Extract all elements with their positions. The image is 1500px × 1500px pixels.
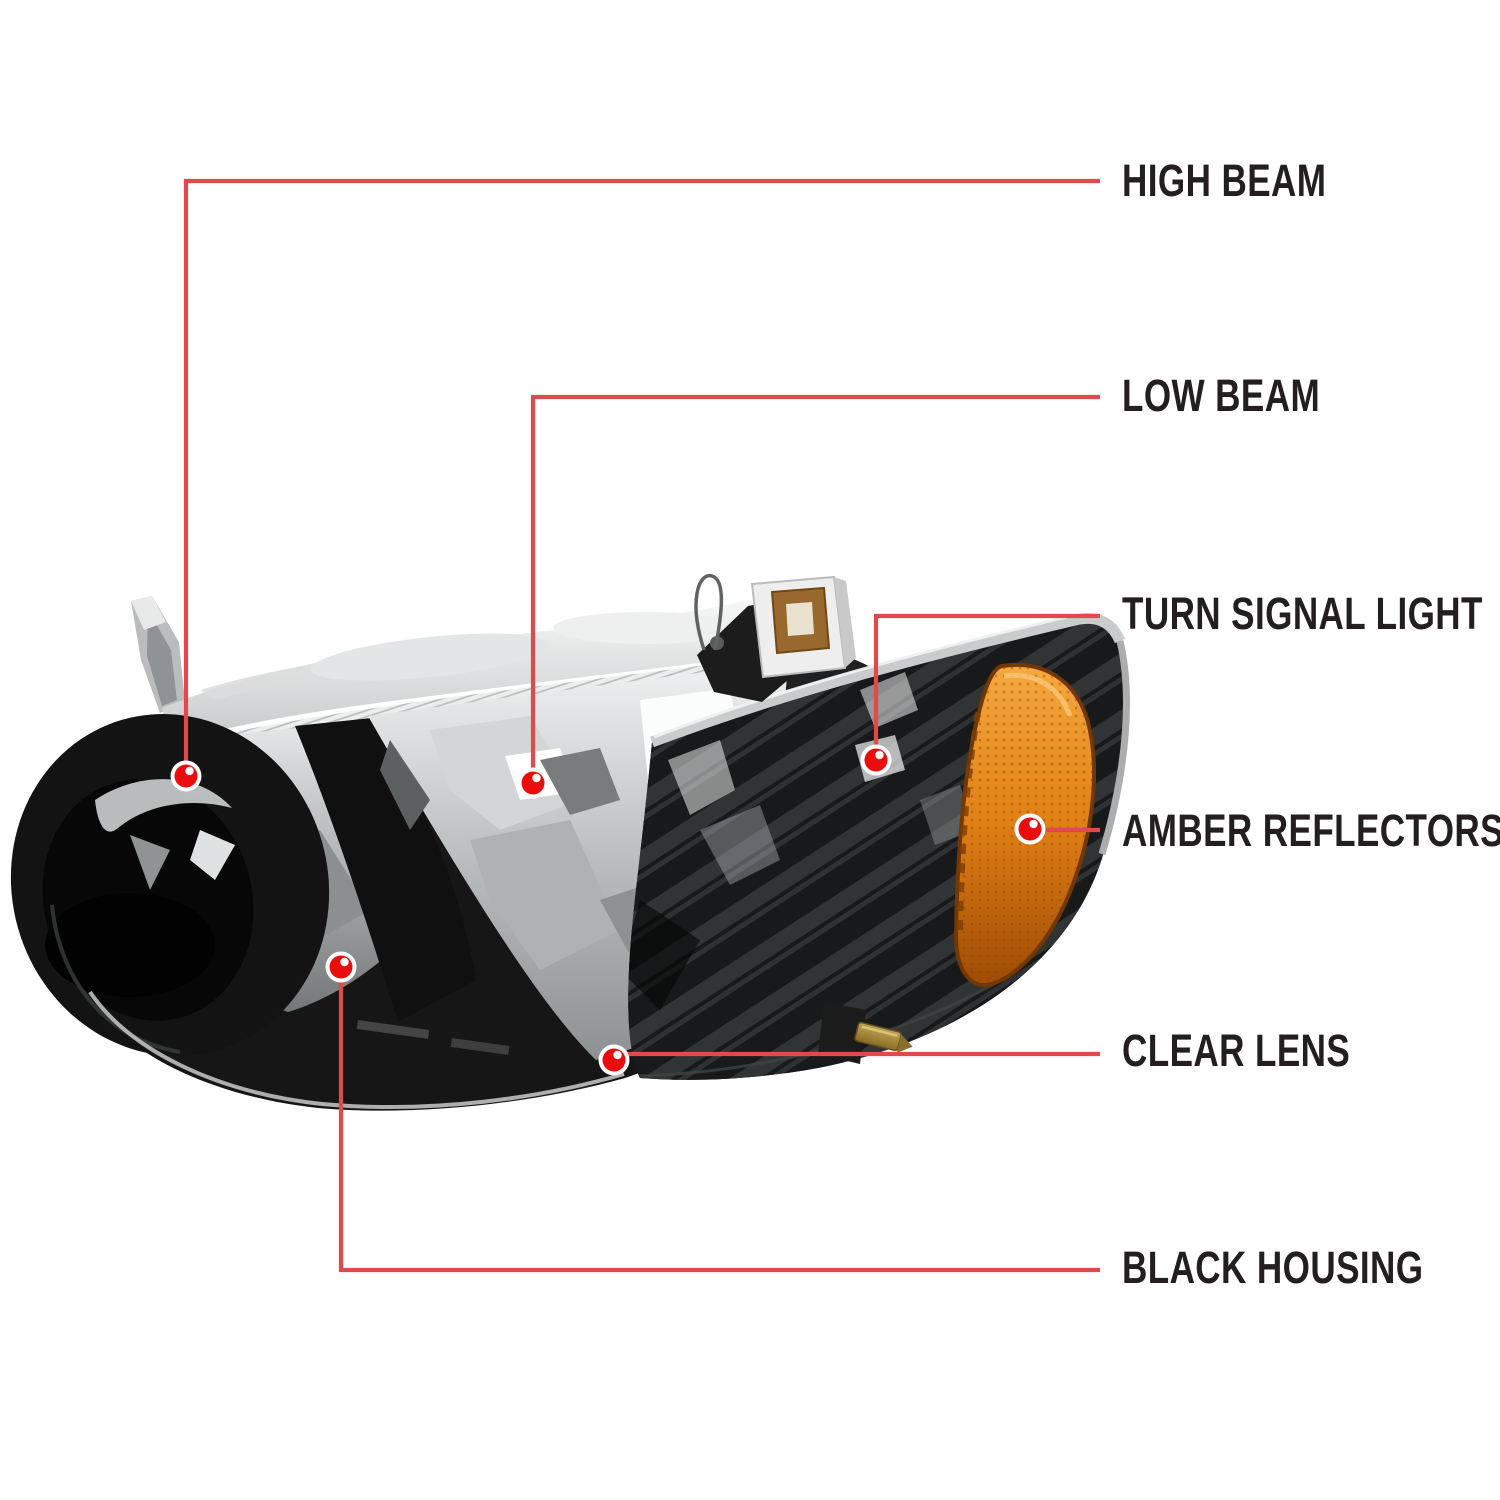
signal-chrome-rim [650,613,1126,748]
low-beam-marker [517,767,549,799]
chamber-divider [295,718,476,1022]
turn-signal-marker [860,744,892,776]
mounting-fin [131,596,185,713]
low-beam-line [530,394,1100,783]
turn-signal-line [873,613,1100,760]
high-beam-tube [10,714,330,1056]
callout-lines [183,178,1100,1273]
amber-marker [1014,813,1046,845]
high-beam-line [183,178,1100,776]
adjuster-bolt [818,1002,913,1064]
clear-lens-marker [598,1044,630,1076]
black-housing-line [338,967,1100,1273]
retainer-wire [694,574,724,651]
corner-signal-light [628,574,1130,1080]
callout-markers [170,744,1046,1076]
high-beam-marker [170,760,202,792]
mounting-bracket [694,574,856,702]
bottom-lens-edge [88,990,625,1110]
signal-lens-glints [628,672,975,1010]
black-housing-marker [325,951,357,983]
